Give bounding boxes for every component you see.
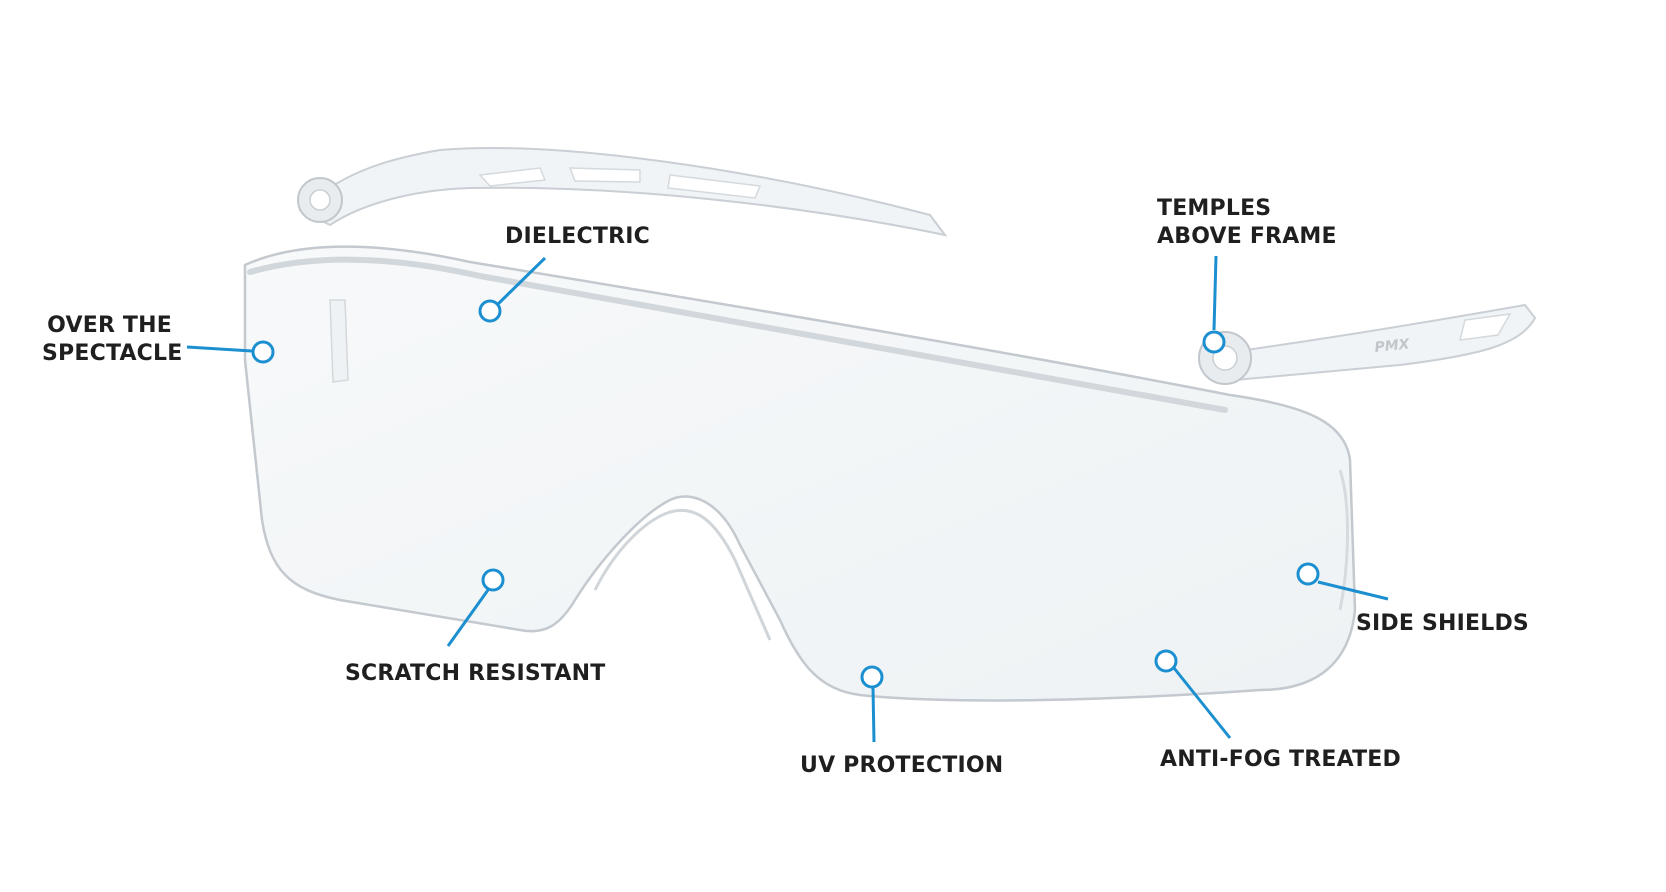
leader-dielectric	[493, 256, 547, 309]
marker-scratch	[481, 568, 505, 592]
label-side-shields: SIDE SHIELDS	[1356, 611, 1529, 636]
leader-scratch	[446, 589, 490, 647]
label-temples-above-frame: TEMPLES ABOVE FRAME	[1157, 196, 1337, 249]
leader-antifog	[1172, 667, 1232, 739]
left-temple-arm	[297, 147, 948, 237]
callout-markers	[186, 255, 1389, 743]
leader-uv	[871, 687, 876, 743]
marker-side-shields	[1296, 562, 1320, 586]
leader-over-spectacle	[186, 345, 253, 353]
label-anti-fog-treated: ANTI-FOG TREATED	[1160, 747, 1401, 772]
label-scratch-resistant: SCRATCH RESISTANT	[345, 661, 606, 686]
leader-side-shields	[1317, 580, 1389, 601]
temple-brand-mark: PMX	[1374, 336, 1412, 356]
leader-temples	[1212, 255, 1218, 331]
label-uv-protection: UV PROTECTION	[800, 753, 1004, 778]
marker-temples	[1202, 330, 1226, 354]
marker-over-spectacle	[251, 340, 275, 364]
lens-shield	[243, 245, 1357, 702]
label-over-the-spectacle: OVER THE SPECTACLE	[42, 313, 183, 366]
marker-uv	[860, 665, 884, 689]
marker-antifog	[1154, 649, 1178, 673]
marker-dielectric	[478, 299, 502, 323]
right-temple-arm: PMX	[1198, 303, 1537, 385]
label-dielectric: DIELECTRIC	[505, 224, 650, 249]
